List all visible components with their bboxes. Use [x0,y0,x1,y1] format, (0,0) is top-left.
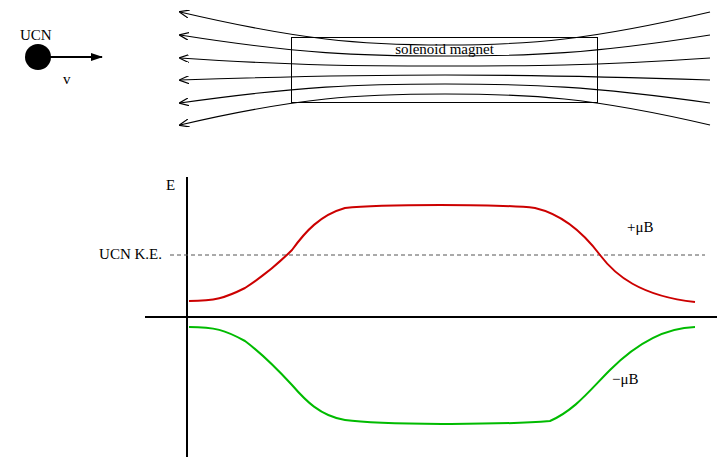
position-axis [145,316,717,318]
field-lines [180,12,710,125]
diagram-label: UCN K.E. [99,247,162,262]
diagram-label: E [166,178,175,193]
box-title: solenoid magnet [292,42,597,57]
diagram-label: −μB [612,372,639,387]
kinetic-energy-line [170,255,705,256]
diagram-label: +μB [627,220,654,235]
diagram-label: UCN [20,28,52,43]
minus-potential-curve [189,327,695,424]
velocity-arrow [50,56,102,58]
diagram-label: v [63,72,71,87]
ucn-particle [25,44,51,70]
solenoid-box: solenoid magnet [291,37,598,103]
plus-potential-curve [189,205,695,302]
